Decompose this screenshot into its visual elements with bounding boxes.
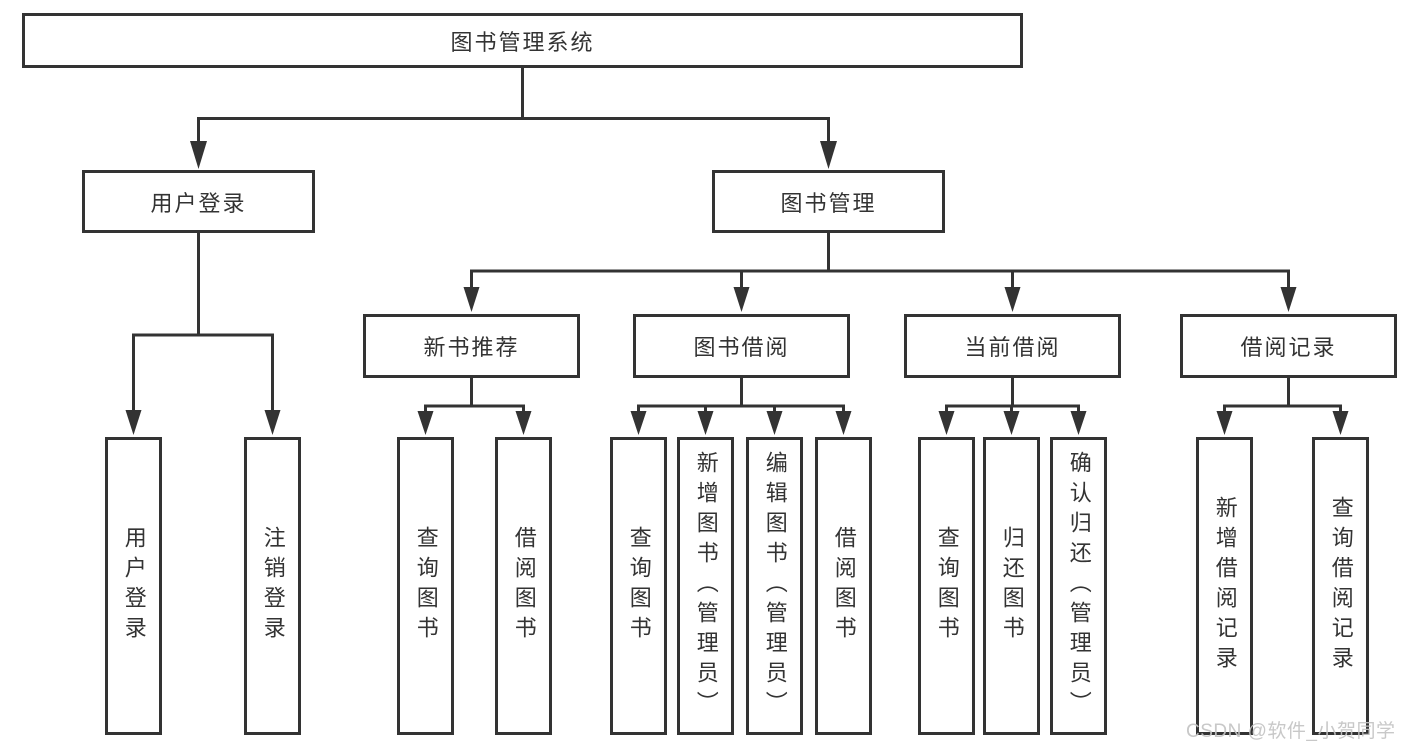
node-label: 借阅图书 (511, 526, 537, 646)
node-label: 查询图书 (413, 526, 439, 646)
node-label: 新增借阅记录 (1212, 496, 1238, 676)
node-label: 归还图书 (999, 526, 1025, 646)
node-label: 查询图书 (934, 526, 960, 646)
leaf-add-book-admin: 新增图书（管理员） (677, 437, 734, 735)
node-book-management: 图书管理 (712, 170, 945, 233)
leaf-return-book: 归还图书 (983, 437, 1040, 735)
leaf-confirm-return-admin: 确认归还（管理员） (1050, 437, 1107, 735)
node-label: 用户登录 (121, 526, 147, 646)
node-book-borrow: 图书借阅 (633, 314, 850, 378)
leaf-borrow-books-recommend: 借阅图书 (495, 437, 552, 735)
node-label: 当前借阅 (964, 335, 1061, 360)
node-label: 查询图书 (626, 526, 652, 646)
node-label: 用户登录 (150, 190, 247, 216)
node-label: 新增图书（管理员） (693, 451, 719, 721)
node-label: 图书管理系统 (450, 29, 595, 55)
leaf-query-books-recommend: 查询图书 (397, 437, 454, 735)
leaf-logout: 注销登录 (244, 437, 301, 735)
node-label: 借阅图书 (831, 526, 857, 646)
csdn-watermark: CSDN @软件_小贺同学 (1186, 721, 1396, 742)
leaf-user-login: 用户登录 (105, 437, 162, 735)
node-library-management-system: 图书管理系统 (22, 13, 1023, 68)
node-current-borrow: 当前借阅 (904, 314, 1121, 378)
leaf-query-borrow-record: 查询借阅记录 (1312, 437, 1369, 735)
leaf-add-borrow-record: 新增借阅记录 (1196, 437, 1253, 735)
node-label: 新书推荐 (423, 335, 520, 360)
node-label: 注销登录 (260, 526, 286, 646)
node-label: 编辑图书（管理员） (762, 451, 788, 721)
node-borrow-records: 借阅记录 (1180, 314, 1397, 378)
leaf-borrow-books: 借阅图书 (815, 437, 872, 735)
node-label: 图书管理 (780, 190, 877, 216)
node-new-book-recommend: 新书推荐 (363, 314, 580, 378)
leaf-query-books-current: 查询图书 (918, 437, 975, 735)
leaf-query-books-borrow: 查询图书 (610, 437, 667, 735)
leaf-edit-book-admin: 编辑图书（管理员） (746, 437, 803, 735)
node-user-login: 用户登录 (82, 170, 315, 233)
node-label: 图书借阅 (693, 335, 790, 360)
node-label: 确认归还（管理员） (1066, 451, 1092, 721)
node-label: 查询借阅记录 (1328, 496, 1354, 676)
node-label: 借阅记录 (1240, 335, 1337, 360)
